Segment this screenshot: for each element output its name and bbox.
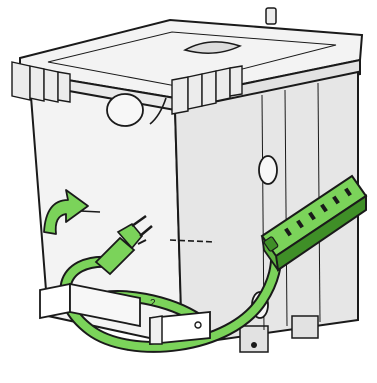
lid-latch-top (266, 8, 276, 24)
cord-bracket-right (150, 312, 210, 344)
bracket-number-label: 2 (150, 298, 156, 309)
